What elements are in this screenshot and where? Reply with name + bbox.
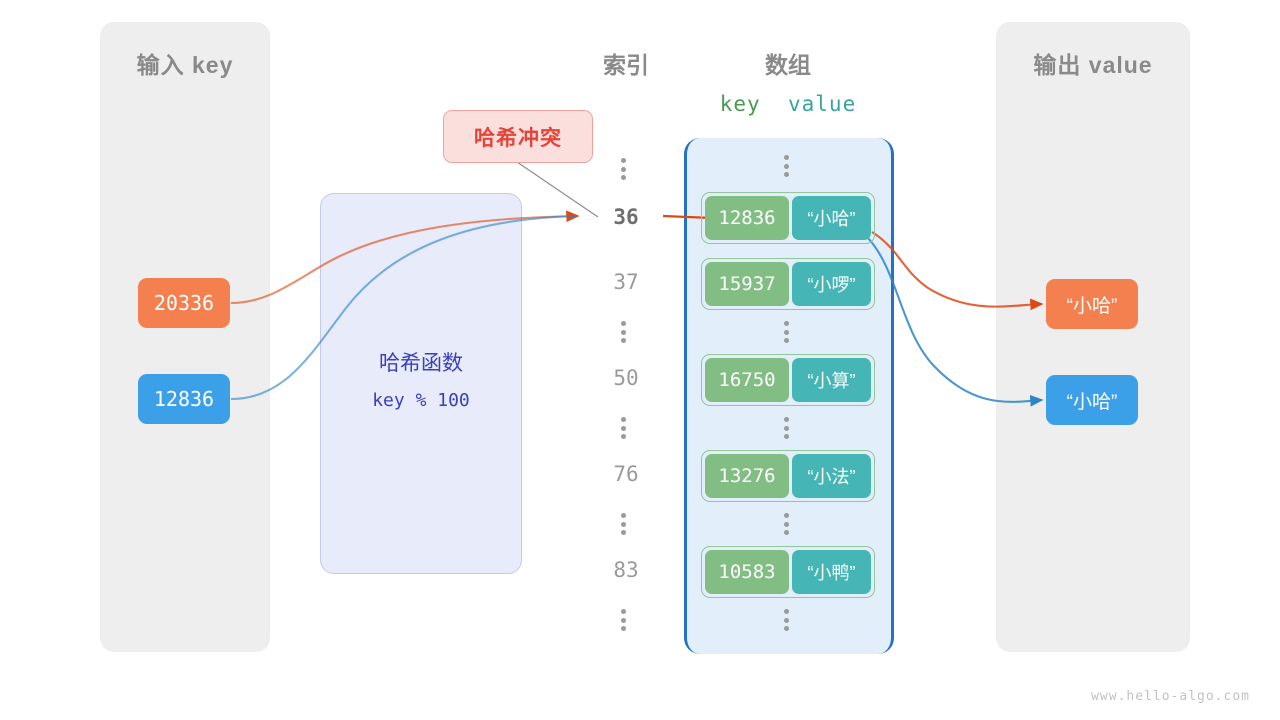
input-panel-title: 输入 key — [136, 52, 234, 78]
hash-function-expression: key % 100 — [372, 390, 470, 411]
index-label-50: 50 — [613, 366, 639, 390]
array-entry-50: 16750 “小算” — [701, 354, 875, 406]
array-ellipsis-1 — [784, 321, 794, 343]
index-label-83: 83 — [613, 558, 639, 582]
array-entry-36: 12836 “小哈” — [701, 192, 875, 244]
output-value-chip-1: “小哈” — [1046, 375, 1138, 425]
key-header-label: key — [719, 92, 761, 116]
entry-value-76: “小法” — [792, 454, 871, 498]
array-ellipsis-0 — [784, 155, 794, 177]
entry-key-37: 15937 — [705, 262, 789, 306]
entry-value-36: “小哈” — [792, 196, 871, 240]
output-value-chip-0: “小哈” — [1046, 279, 1138, 329]
index-label-76: 76 — [613, 462, 639, 486]
entry-value-37: “小啰” — [792, 262, 871, 306]
array-entry-37: 15937 “小啰” — [701, 258, 875, 310]
index-ellipsis-2 — [621, 417, 631, 439]
array-column-title: 数组 — [765, 52, 811, 78]
entry-value-50: “小算” — [792, 358, 871, 402]
entry-key-83: 10583 — [705, 550, 789, 594]
hash-function-name: 哈希函数 — [379, 352, 463, 375]
entry-key-36: 12836 — [705, 196, 789, 240]
index-ellipsis-4 — [621, 609, 631, 631]
array-entry-83: 10583 “小鸭” — [701, 546, 875, 598]
output-panel-title: 输出 value — [1033, 52, 1153, 78]
output-value-panel: 输出 value — [996, 22, 1190, 652]
value-header-label: value — [788, 92, 857, 116]
entry-key-50: 16750 — [705, 358, 789, 402]
input-key-panel: 输入 key — [100, 22, 270, 652]
watermark: www.hello-algo.com — [1091, 689, 1250, 704]
array-entry-76: 13276 “小法” — [701, 450, 875, 502]
index-ellipsis-0 — [621, 158, 631, 180]
entry-key-76: 13276 — [705, 454, 789, 498]
entry-value-83: “小鸭” — [792, 550, 871, 594]
index-column-title: 索引 — [603, 52, 649, 78]
index-label-37: 37 — [613, 270, 639, 294]
index-ellipsis-3 — [621, 513, 631, 535]
index-label-36: 36 — [613, 205, 639, 229]
array-ellipsis-3 — [784, 513, 794, 535]
key-value-header: key value — [700, 92, 876, 116]
input-key-chip-1: 12836 — [138, 374, 230, 424]
array-ellipsis-2 — [784, 417, 794, 439]
hash-collision-callout: 哈希冲突 — [443, 110, 593, 163]
index-ellipsis-1 — [621, 321, 631, 343]
input-key-chip-0: 20336 — [138, 278, 230, 328]
hash-function-box: 哈希函数 key % 100 — [320, 193, 522, 574]
hash-collision-label: 哈希冲突 — [474, 126, 562, 150]
array-ellipsis-4 — [784, 609, 794, 631]
